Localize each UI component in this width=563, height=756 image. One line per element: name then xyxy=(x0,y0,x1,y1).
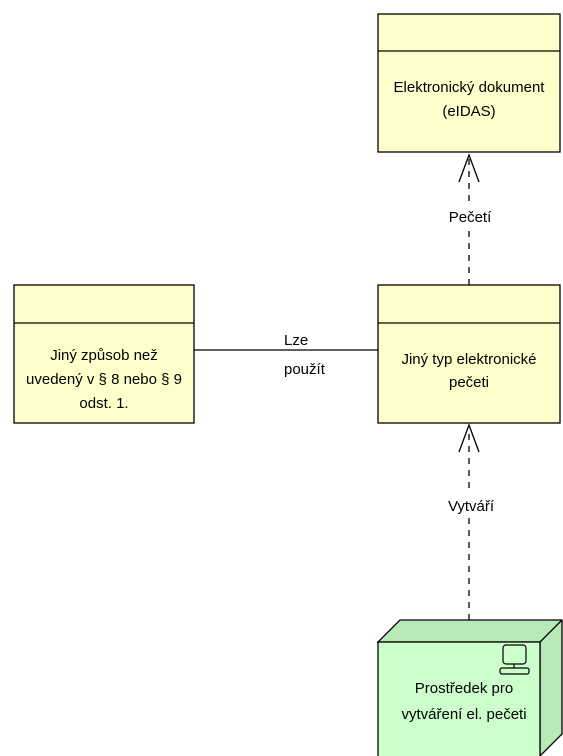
element-label: Prostředek pro xyxy=(415,680,513,697)
open-arrow-icon xyxy=(458,423,480,453)
relation-device-to-seal[interactable]: Vytváří xyxy=(440,423,502,620)
relation-label-pouzit: použít xyxy=(284,361,326,378)
element-other-method[interactable]: Jiný způsob než uvedený v § 8 nebo § 9 o… xyxy=(13,284,195,424)
label-background xyxy=(440,494,502,518)
relation-method-to-seal[interactable]: Lze použít xyxy=(194,330,378,378)
element-box xyxy=(13,284,195,424)
element-box xyxy=(377,284,561,424)
label-background xyxy=(282,330,308,349)
node-edge xyxy=(539,619,563,643)
element-label: odst. 1. xyxy=(79,395,128,412)
open-arrow-icon xyxy=(458,153,480,183)
element-box xyxy=(377,13,561,153)
element-label: Elektronický dokument xyxy=(394,79,546,96)
label-background xyxy=(442,206,500,228)
element-label: vytváření el. pečeti xyxy=(401,706,526,723)
relation-seal-to-document[interactable]: Pečetí xyxy=(442,153,500,285)
relation-label-pecetí: Pečetí xyxy=(449,209,492,226)
element-seal-creation-device[interactable]: Prostředek pro vytváření el. pečeti xyxy=(376,619,563,756)
element-label: Jiný typ elektronické xyxy=(401,351,536,368)
element-label: pečeti xyxy=(449,374,489,391)
element-label: Jiný způsob než xyxy=(50,347,158,364)
node-front-face xyxy=(377,641,541,756)
element-label: uvedený v § 8 nebo § 9 xyxy=(26,371,182,388)
element-electronic-seal-type[interactable]: Jiný typ elektronické pečeti xyxy=(377,284,561,424)
relation-label-vytvari: Vytváří xyxy=(448,498,495,515)
element-label: (eIDAS) xyxy=(442,103,495,120)
computer-device-icon xyxy=(499,644,530,675)
element-electronic-document[interactable]: Elektronický dokument (eIDAS) xyxy=(377,13,561,153)
relation-label-lze: Lze xyxy=(284,332,308,349)
